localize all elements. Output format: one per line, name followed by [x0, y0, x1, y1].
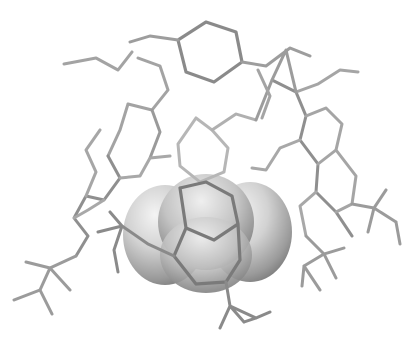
- guest-molecule-spheres: [123, 174, 292, 293]
- host-stick-framework: [12, 20, 402, 330]
